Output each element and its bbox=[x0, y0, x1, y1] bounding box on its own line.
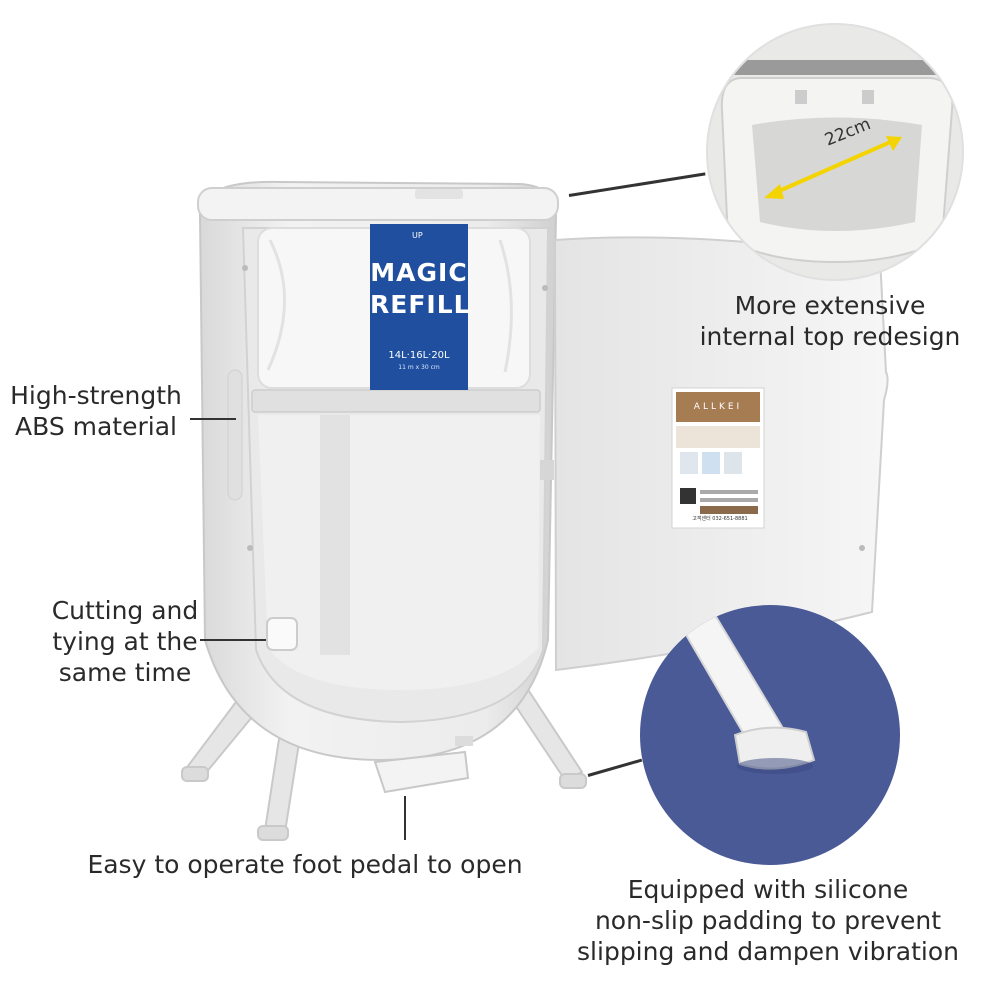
refill-title-line1: MAGIC bbox=[370, 258, 468, 287]
refill-title-line2: REFILL bbox=[370, 290, 471, 319]
callout-padding: Equipped with silicone non-slip padding … bbox=[577, 875, 959, 966]
callout-material: High-strength ABS material bbox=[10, 381, 182, 441]
callout-top: More extensive internal top redesign bbox=[699, 291, 961, 351]
refill-tag: UP bbox=[412, 231, 423, 240]
leader-material bbox=[190, 418, 236, 420]
sticker-phone: 고객센터 032-651-8881 bbox=[692, 516, 748, 522]
refill-dims: 11 m x 30 cm bbox=[398, 364, 440, 371]
foot-pedal bbox=[373, 736, 473, 794]
leader-pedal bbox=[404, 796, 406, 840]
refill-roll bbox=[257, 224, 531, 390]
leader-cutting bbox=[200, 639, 266, 641]
refill-sizes: 14L·16L·20L bbox=[388, 350, 450, 361]
sticker-brand: ALLKEI bbox=[693, 402, 743, 412]
inset-top-view bbox=[706, 23, 964, 281]
bin-door bbox=[540, 236, 889, 672]
callout-cutting: Cutting and tying at the same time bbox=[51, 596, 199, 687]
callout-pedal: Easy to operate foot pedal to open bbox=[87, 850, 523, 879]
